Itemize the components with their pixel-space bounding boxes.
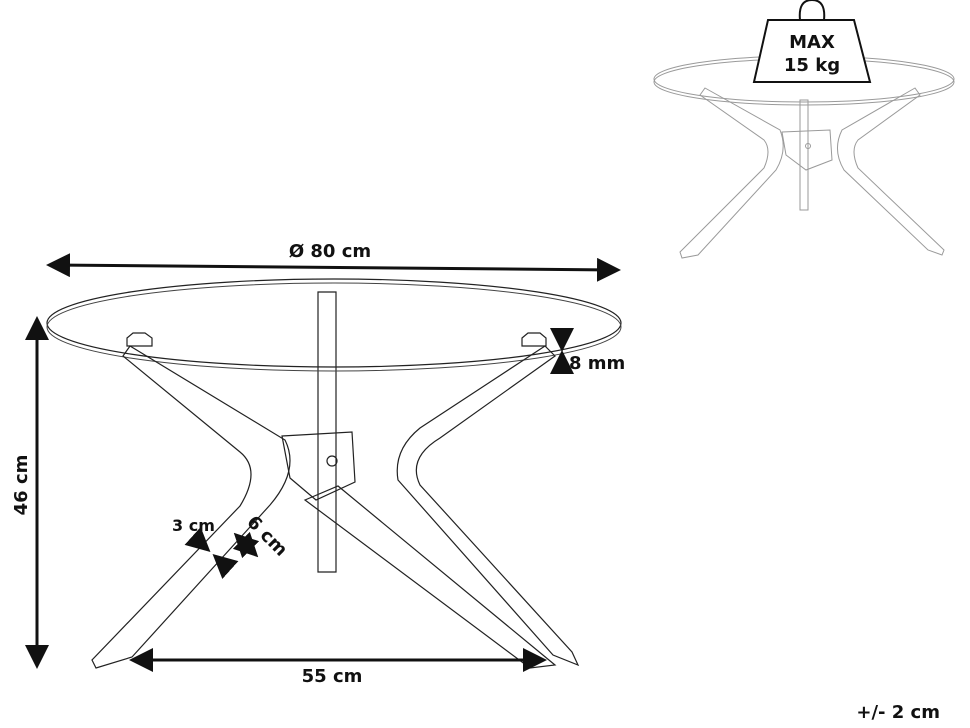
leg-thickness-arrow-lower (212, 553, 239, 579)
glass-top-edge (46, 282, 622, 372)
left-pad (126, 332, 153, 347)
thumb-right-leg (837, 87, 945, 256)
main-table-drawing (46, 278, 622, 669)
weight-kg-label: 15 kg (784, 55, 840, 76)
center-connector (281, 431, 356, 501)
weight-handle (798, 0, 826, 21)
thumb-back-leg (799, 99, 809, 211)
right-front-leg (396, 345, 580, 667)
max-load-thumbnail: MAX 15 kg (653, 0, 955, 259)
bolt-hole (326, 455, 338, 467)
right-pad (521, 332, 547, 347)
height-label: 46 cm (11, 455, 32, 516)
left-front-leg (91, 345, 291, 669)
thumb-bolt (805, 143, 811, 149)
leg-width-arrow (232, 531, 260, 559)
weight-max-label: MAX (789, 32, 835, 53)
leg-thickness-arrow-upper (184, 527, 211, 553)
thumb-left-leg (679, 87, 784, 259)
leg-thickness-label: 3 cm (172, 516, 215, 535)
thumb-connector (781, 129, 833, 171)
tolerance-label: +/- 2 cm (856, 702, 940, 723)
base-span-label: 55 cm (302, 666, 363, 687)
diameter-label: Ø 80 cm (289, 241, 371, 262)
dimension-lines (25, 253, 621, 672)
lower-leg-diagonal (303, 485, 557, 669)
diameter-arrow (46, 253, 621, 282)
dimension-labels: Ø 80 cm 46 cm 8 mm 3 cm 6 cm 55 cm +/- 2… (11, 241, 940, 723)
glass-thickness-label: 8 mm (569, 353, 625, 374)
leg-width-label: 6 cm (242, 512, 291, 561)
back-leg (317, 291, 337, 573)
weight-body (752, 19, 872, 83)
